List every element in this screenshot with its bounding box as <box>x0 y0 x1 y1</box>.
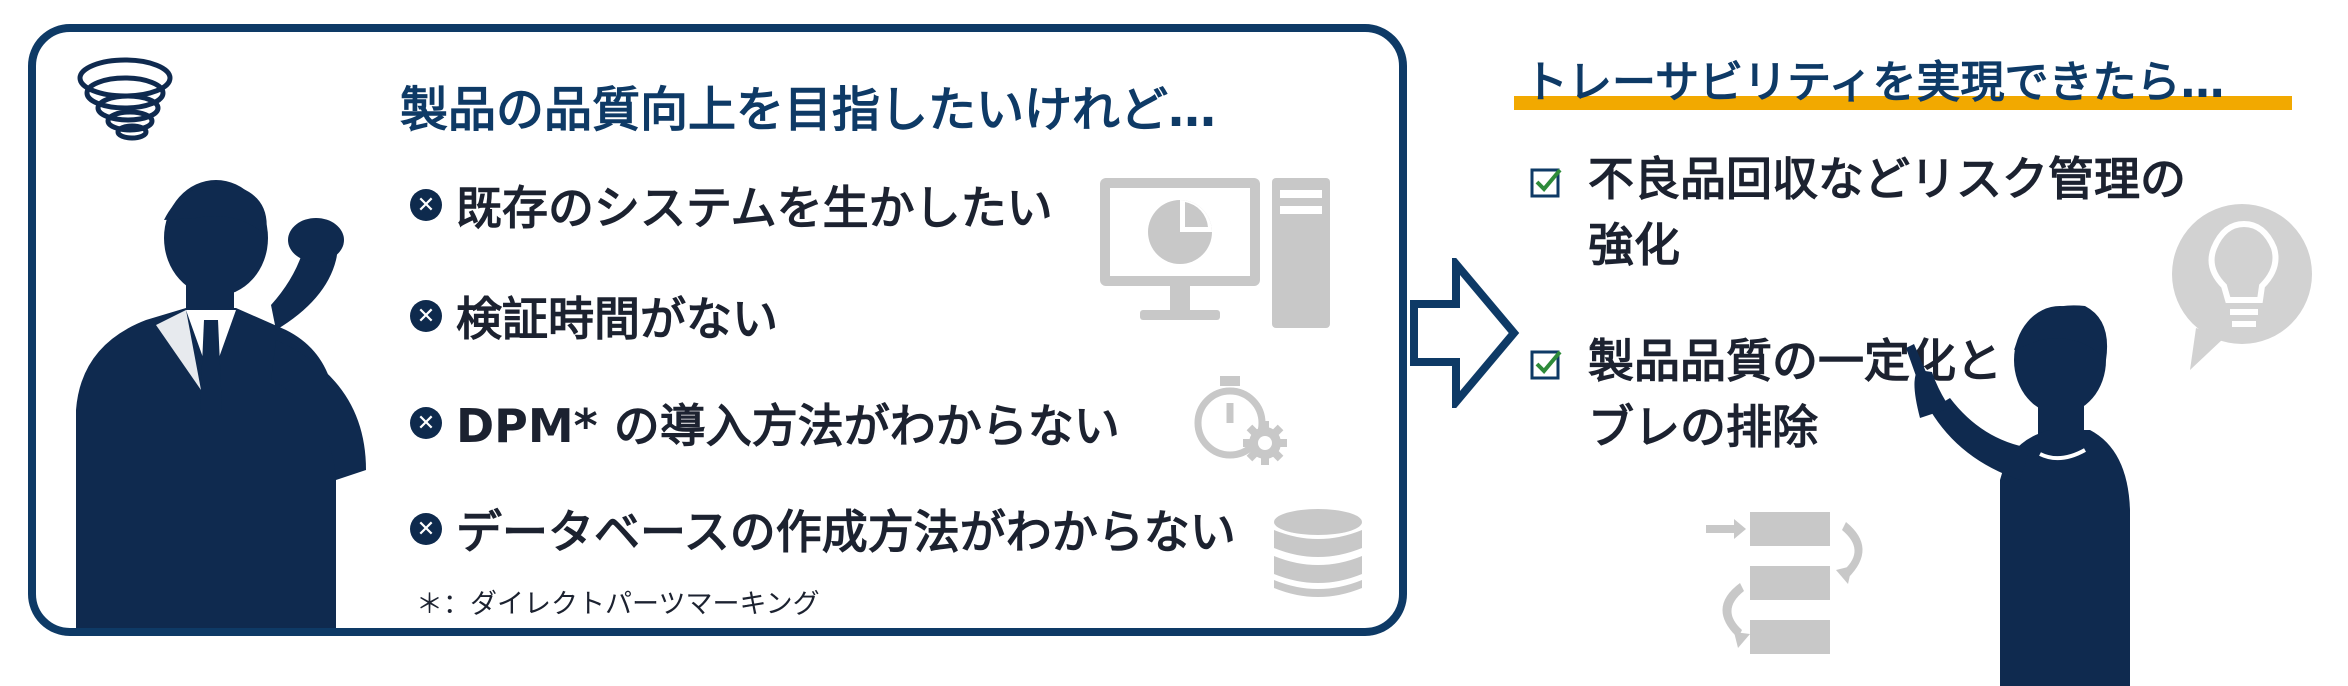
checkbox-icon <box>1530 168 1562 198</box>
benefit-item-line: 不良品回収などリスク管理の <box>1588 152 2186 206</box>
arrow-right-icon <box>1410 258 1520 408</box>
pie-chart-icon <box>1148 200 1212 264</box>
problem-item-text: 既存のシステムを生かしたい <box>456 181 1053 235</box>
problem-item-text: DPM* の導入方法がわからない <box>456 399 1120 453</box>
x-bullet-icon: ✕ <box>410 407 442 439</box>
benefit-item-line: ブレの排除 <box>1588 400 1818 454</box>
database-icon <box>1274 509 1362 597</box>
benefits-heading: トレーサビリティを実現できたら… <box>1524 57 2225 108</box>
footnote: ＊：ダイレクトパーツマーキング <box>416 589 820 620</box>
checkbox-icon <box>1530 350 1562 380</box>
stopwatch-gear-icon <box>1194 376 1287 465</box>
stressed-man-silhouette <box>76 180 366 628</box>
lightbulb-icon <box>2172 204 2312 370</box>
x-bullet-icon: ✕ <box>410 300 442 332</box>
process-flow-icon <box>1706 512 1863 654</box>
problem-item-text: 検証時間がない <box>456 292 778 346</box>
heading-underline <box>1514 96 2292 110</box>
x-bullet-icon: ✕ <box>410 513 442 545</box>
benefit-item: 不良品回収などリスク管理の 強化 <box>1588 146 2186 278</box>
problem-item: ✕ 既存のシステムを生かしたい <box>410 172 1053 238</box>
benefit-item-line: 強化 <box>1588 218 1680 272</box>
problem-item: ✕ データベースの作成方法がわからない <box>410 496 1236 562</box>
x-bullet-icon: ✕ <box>410 189 442 221</box>
stress-scribble-icon <box>77 57 173 141</box>
problem-item: ✕ 検証時間がない <box>410 283 778 349</box>
problem-item: ✕ DPM* の導入方法がわからない <box>410 390 1120 456</box>
problem-item-text: データベースの作成方法がわからない <box>456 505 1236 559</box>
problems-heading: 製品の品質向上を目指したいけれど… <box>400 82 1217 138</box>
pointing-man-silhouette <box>1906 305 2130 686</box>
computer-icon <box>1100 178 1330 328</box>
